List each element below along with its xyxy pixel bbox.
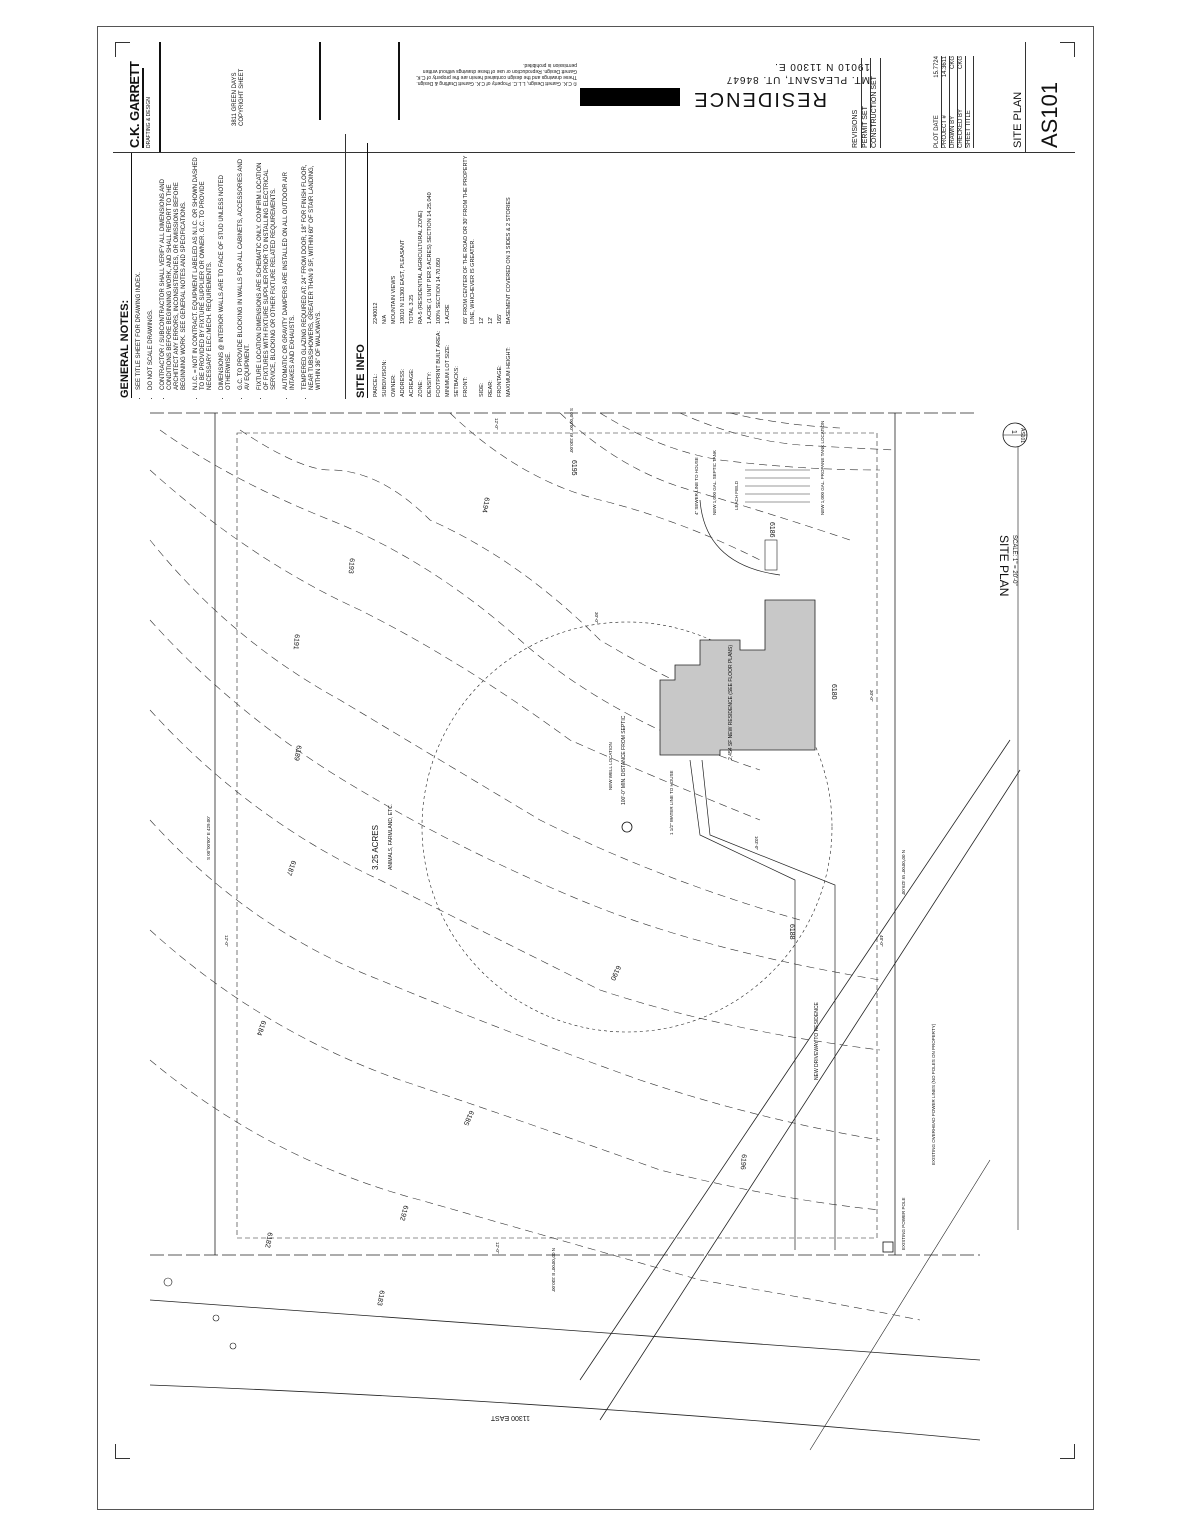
leach-field [745,469,810,503]
road-edge [149,1384,981,1441]
pole-marker [212,1314,220,1322]
contour-label: 6190 [609,964,622,981]
well-marker [621,821,633,833]
well-label: NEW WELL LOCATION [608,742,613,790]
contour-label: 6192 [398,1204,409,1221]
power-line [809,1159,991,1451]
setback-dimension: 12'-0" [224,935,229,947]
crop-mark-bottom-left [115,1444,130,1459]
title-block: REVISIONS PERMIT SET CONSTRUCTION SET PL… [842,42,1074,152]
propane-label: NEW 1,000 GAL. PROPANE TANK LOCATION [820,421,825,515]
contour-label: 6183 [375,1290,385,1307]
road-label: 11300 EAST [490,1414,530,1421]
power-label: EXISTING OVERHEAD POWER LINES (NO POLES … [931,1023,936,1165]
contour-label: 6187 [285,859,297,876]
septic-tank [764,539,778,571]
contour-label: 6195 [570,460,577,476]
drawing-title: SITE PLAN [997,535,1011,596]
residence-label: 2,454 SF NEW RESIDENCE (SEE FLOOR PLANS) [728,645,734,760]
power-line [599,769,1021,1421]
drawing-sheet [97,26,1094,1510]
contour-label: 6196 [739,1154,747,1170]
septic-tank-label: NEW 1,000 GAL. SEPTIC TANK [712,450,717,515]
bearing-label: S 00°00'00" W 330.00' [569,408,574,453]
driveway [689,759,796,1250]
leach-field-label: LEACH FIELD [734,480,739,510]
detail-sheet: AS101 [1019,428,1025,443]
acreage-label: 3.25 ACRES [371,825,380,870]
contour-label: 6182 [263,1232,273,1249]
contour-label: 6180 [830,684,837,700]
divider [319,42,321,120]
contour-label: 6189 [292,745,302,762]
divider [345,134,346,399]
contour-label: 6191 [292,634,300,650]
existing-pole-label: EXISTING POWER POLE [901,1197,906,1250]
setback-dimension: 48'-0" [879,935,884,947]
contour-label: 6188 [788,924,795,940]
power-line [579,739,1011,1381]
setback-dimension: 30'-0" [594,612,599,624]
water-line-label: 1 1/2" WATER LINE TO HOUSE [669,771,674,835]
setback-dimension: 103'-0" [754,836,759,850]
driveway [701,759,836,1250]
septic-distance-label: 100'-0" MIN. DISTANCE FROM SEPTIC [621,715,627,805]
sewer-line-label: 4" SEWER LINE TO HOUSE [694,457,699,515]
setback-dimension: 12'-0" [494,418,499,430]
contour-label: 6186 [768,522,775,538]
well-radius [421,621,833,1033]
divider [159,42,161,152]
road-edge [149,1299,981,1361]
existing-pole-marker [882,1241,894,1253]
septic-arc [699,499,781,576]
setback-line [236,432,878,1239]
crop-mark-bottom-right [1060,1444,1075,1459]
contour-label: 6194 [480,497,490,514]
divider [1025,42,1026,152]
detail-number: 1 [1010,430,1017,434]
divider [113,152,1075,153]
drawing-scale: SCALE: 1" = 20'-0" [1011,535,1017,586]
acreage-sub: ANIMALS, FARMLAND, ETC. [388,804,394,870]
setback-dimension: 12'-0" [495,1242,500,1254]
bearing-label: S 00°00'00" E 429.00' [206,816,211,860]
setback-dimension: 30'-0" [869,690,874,702]
bearing-label: N 00°00'00" W 429.00' [901,850,906,895]
contour-lines [149,412,921,1321]
crop-mark-top-left [115,42,130,57]
driveway-label: NEW DRIVEWAY TO RESIDENCE [814,1002,820,1080]
contour-label: 6185 [462,1109,475,1126]
crop-mark-top-right [1060,42,1075,57]
contour-label: 6193 [347,558,355,574]
pole-marker [163,1277,173,1287]
pole-marker [229,1342,237,1350]
bearing-label: N 00°00'00" E 330.00' [551,1248,556,1292]
contour-label: 6184 [255,1019,267,1036]
residence-footprint [659,599,816,756]
title-band: C.K. GARRETT DRAFTING & DESIGN 3811 GREE… [97,26,1094,426]
divider [398,42,400,120]
